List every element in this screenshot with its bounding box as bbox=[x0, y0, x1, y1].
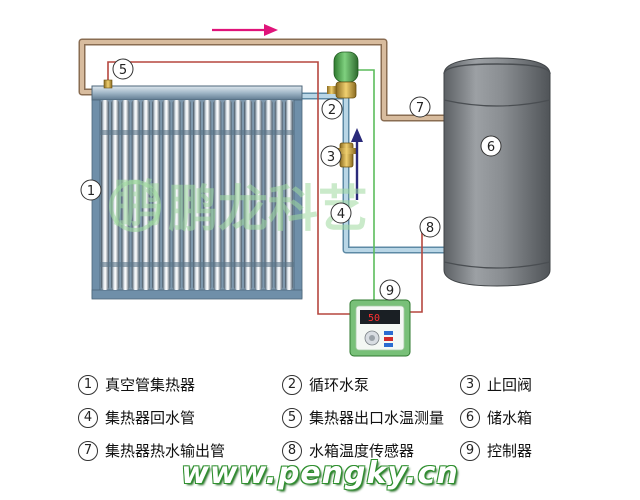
legend-item: 9 控制器 bbox=[460, 440, 578, 461]
vacuum-tube bbox=[131, 100, 140, 290]
vacuum-tube bbox=[162, 100, 171, 290]
tank-sensor-wire bbox=[408, 231, 428, 313]
legend-number: 7 bbox=[78, 440, 98, 461]
callout-6: 6 bbox=[480, 135, 502, 157]
legend-number: 1 bbox=[78, 374, 98, 395]
svg-text:6: 6 bbox=[487, 140, 495, 155]
legend-number: 6 bbox=[460, 407, 480, 428]
controller-icon: 50 bbox=[349, 299, 411, 357]
component-legend: 1 真空管集热器 2 循环水泵 3 止回阀 4 集热器回水管 5 集热器出口水温… bbox=[78, 368, 578, 467]
pump-icon bbox=[327, 51, 359, 99]
legend-label: 止回阀 bbox=[487, 376, 533, 394]
pump-control-wire bbox=[352, 69, 375, 300]
watermark: 鹏 鹏龙科艺 bbox=[109, 175, 368, 238]
callout-3: 3 bbox=[320, 145, 342, 167]
callout-1: 1 bbox=[80, 179, 102, 201]
legend-item: 4 集热器回水管 bbox=[78, 407, 282, 428]
callout-9: 9 bbox=[379, 279, 401, 301]
callout-5: 5 bbox=[112, 58, 134, 80]
svg-text:8: 8 bbox=[426, 221, 434, 236]
vacuum-tube bbox=[203, 100, 212, 290]
legend-item: 8 水箱温度传感器 bbox=[282, 440, 460, 461]
vacuum-tube bbox=[121, 100, 130, 290]
svg-text:7: 7 bbox=[416, 101, 424, 116]
legend-item: 3 止回阀 bbox=[460, 374, 578, 395]
legend-label: 水箱温度传感器 bbox=[309, 442, 415, 460]
legend-number: 9 bbox=[460, 440, 480, 461]
watermark-logo-char: 鹏 bbox=[113, 175, 163, 233]
callout-7: 7 bbox=[409, 96, 431, 118]
legend-row: 7 集热器热水输出管 8 水箱温度传感器 9 控制器 bbox=[78, 434, 578, 467]
controller-display: 50 bbox=[368, 313, 380, 324]
legend-item: 1 真空管集热器 bbox=[78, 374, 282, 395]
outlet-sensor-wire bbox=[107, 61, 352, 315]
footer-url: www.pengky.cn bbox=[181, 456, 459, 491]
legend-number: 4 bbox=[78, 407, 98, 428]
legend-label: 循环水泵 bbox=[309, 376, 370, 394]
legend-label: 集热器回水管 bbox=[105, 409, 196, 427]
legend-number: 2 bbox=[282, 374, 302, 395]
storage-tank bbox=[443, 57, 551, 287]
flow-arrow-up-icon bbox=[351, 128, 363, 200]
vacuum-tube bbox=[141, 100, 150, 290]
solar-water-heater-diagram: 50 鹏 鹏龙科艺 1 2 bbox=[78, 24, 551, 357]
vacuum-tube bbox=[223, 100, 232, 290]
callout-4: 4 bbox=[330, 202, 352, 224]
vacuum-tube bbox=[172, 100, 181, 290]
svg-text:4: 4 bbox=[337, 207, 345, 222]
legend-label: 储水箱 bbox=[487, 409, 533, 427]
vacuum-tube bbox=[254, 100, 263, 290]
svg-text:9: 9 bbox=[386, 284, 394, 299]
vacuum-tube bbox=[213, 100, 222, 290]
vacuum-tube bbox=[244, 100, 253, 290]
legend-item: 7 集热器热水输出管 bbox=[78, 440, 282, 461]
legend-label: 集热器热水输出管 bbox=[105, 442, 226, 460]
svg-text:5: 5 bbox=[119, 63, 127, 78]
svg-text:1: 1 bbox=[87, 184, 95, 199]
vacuum-tube bbox=[182, 100, 191, 290]
legend-row: 1 真空管集热器 2 循环水泵 3 止回阀 bbox=[78, 368, 578, 401]
vacuum-tube bbox=[264, 100, 273, 290]
legend-label: 真空管集热器 bbox=[105, 376, 196, 394]
vacuum-tube bbox=[233, 100, 242, 290]
legend-label: 控制器 bbox=[487, 442, 533, 460]
legend-item: 2 循环水泵 bbox=[282, 374, 460, 395]
legend-number: 5 bbox=[282, 407, 302, 428]
callout-2: 2 bbox=[321, 98, 343, 120]
vacuum-tube bbox=[285, 100, 293, 290]
svg-text:2: 2 bbox=[328, 103, 336, 118]
legend-number: 3 bbox=[460, 374, 480, 395]
vacuum-tube bbox=[101, 100, 109, 290]
vacuum-tube bbox=[193, 100, 201, 290]
legend-item: 6 储水箱 bbox=[460, 407, 578, 428]
callout-8: 8 bbox=[419, 216, 441, 238]
legend-row: 4 集热器回水管 5 集热器出口水温测量 6 储水箱 bbox=[78, 401, 578, 434]
svg-text:3: 3 bbox=[327, 150, 335, 165]
legend-item: 5 集热器出口水温测量 bbox=[282, 407, 460, 428]
legend-label: 集热器出口水温测量 bbox=[309, 409, 445, 427]
vacuum-tube bbox=[274, 100, 283, 290]
outlet-temperature-sensor bbox=[103, 79, 113, 89]
legend-number: 8 bbox=[282, 440, 302, 461]
flow-arrow-icon bbox=[212, 24, 278, 36]
